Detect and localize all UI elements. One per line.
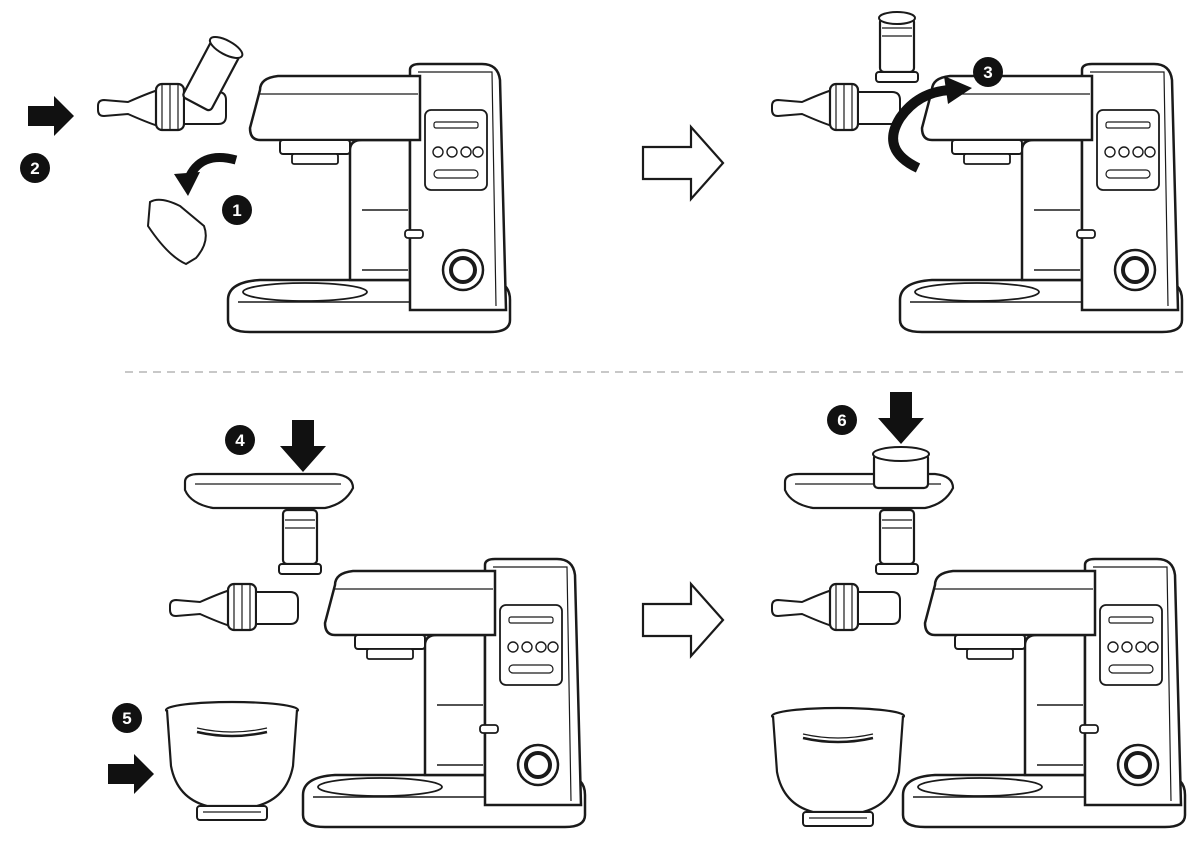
step-badge-4: 4 — [225, 425, 255, 455]
step-badge-6: 6 — [827, 405, 857, 435]
panel-step-3 — [772, 12, 1182, 332]
step-badge-2: 2 — [20, 153, 50, 183]
bowl-icon — [166, 702, 298, 820]
panel-step-1-2 — [28, 33, 510, 332]
juicer-attachment-icon — [170, 510, 321, 630]
next-arrow-icon — [643, 127, 723, 199]
panel-step-6 — [772, 392, 1185, 827]
tray-icon — [185, 474, 353, 508]
step-badge-1: 1 — [222, 195, 252, 225]
step-badge-5: 5 — [112, 703, 142, 733]
step-number: 1 — [232, 201, 241, 220]
arrow-down-icon — [878, 392, 924, 444]
mixer-icon — [903, 559, 1185, 827]
juicer-attachment-icon — [98, 33, 245, 130]
pusher-icon — [873, 447, 929, 488]
step-badge-3: 3 — [973, 57, 1003, 87]
curved-arrow-icon — [174, 158, 236, 197]
drive-cover-icon — [148, 200, 206, 264]
next-arrow-icon — [643, 584, 723, 656]
mixer-icon — [303, 559, 585, 827]
panel-step-4-5 — [108, 420, 585, 827]
juicer-attachment-icon — [772, 510, 918, 630]
step-number: 4 — [235, 431, 245, 450]
bowl-icon — [772, 708, 904, 826]
arrow-right-icon — [28, 96, 74, 136]
step-number: 6 — [837, 411, 846, 430]
step-number: 5 — [122, 709, 131, 728]
arrow-right-icon — [108, 754, 154, 794]
juicer-attachment-icon — [772, 12, 918, 130]
arrow-down-icon — [280, 420, 326, 472]
mixer-icon — [228, 64, 510, 332]
mixer-icon — [900, 64, 1182, 332]
step-number: 2 — [30, 159, 39, 178]
step-number: 3 — [983, 63, 992, 82]
